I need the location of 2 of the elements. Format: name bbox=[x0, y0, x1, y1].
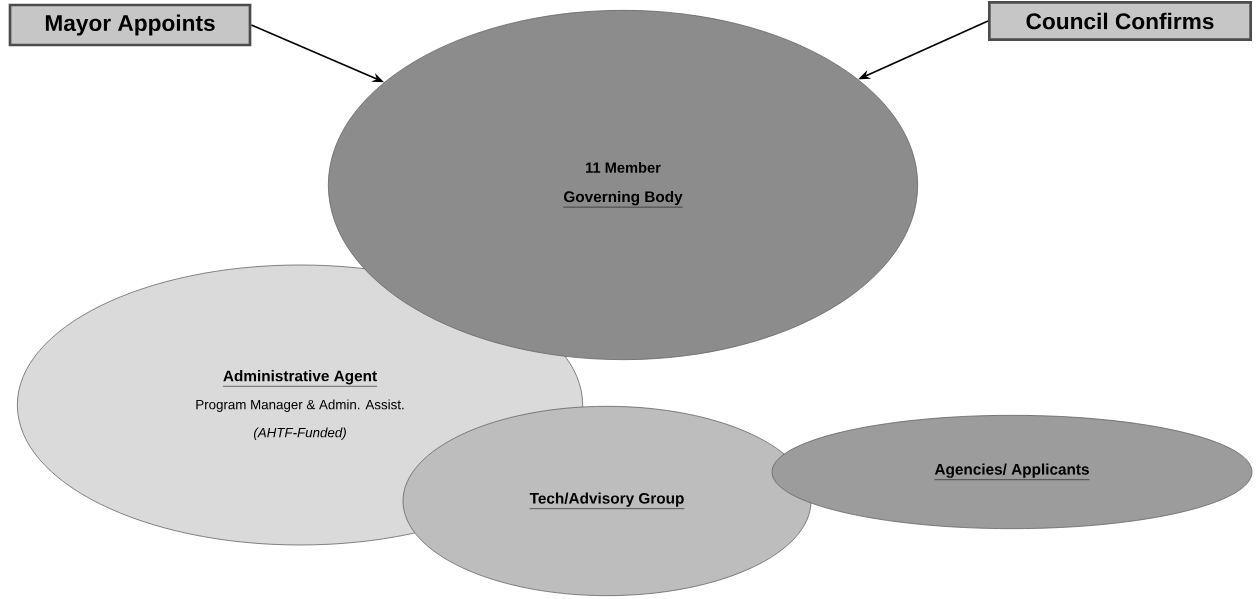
label-box: Mayor Appoints bbox=[8, 3, 252, 47]
label-box: Council Confirms bbox=[988, 1, 1252, 41]
